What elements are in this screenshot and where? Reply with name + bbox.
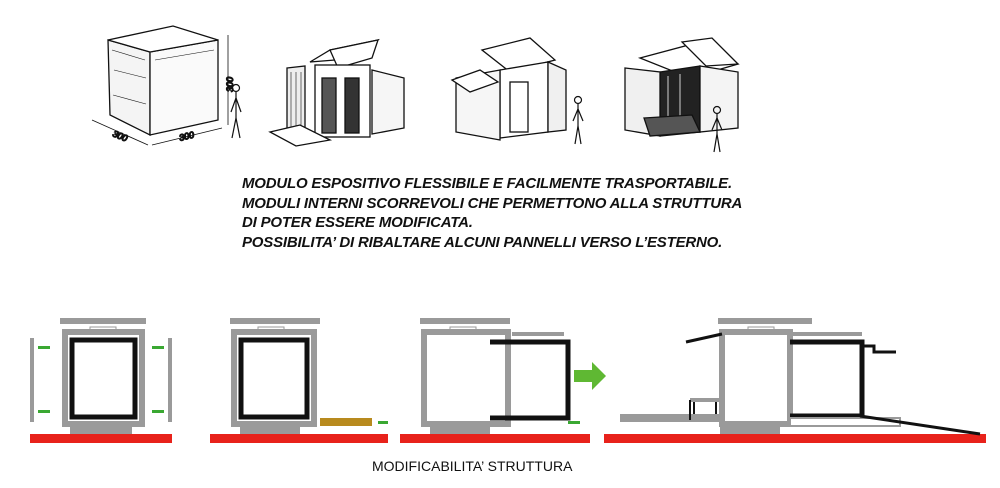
left-wall	[620, 414, 722, 422]
green-arrow-icon	[574, 362, 606, 390]
side-panel-left	[30, 338, 34, 422]
description-block: MODULO ESPOSITIVO FLESSIBILE E FACILMENT…	[242, 174, 802, 252]
section-sliding	[400, 318, 590, 443]
red-base	[604, 434, 986, 443]
side-panel-right	[168, 338, 172, 422]
red-base	[30, 434, 172, 443]
bench	[690, 398, 720, 402]
sketch-unfolded-module	[450, 37, 567, 141]
section-expanded	[604, 318, 986, 443]
section-closed	[30, 318, 172, 443]
roof-panel	[230, 318, 320, 324]
green-marker	[378, 421, 388, 424]
height-dimension-label: 300	[225, 77, 235, 92]
green-marker	[152, 346, 164, 349]
roof-extension	[790, 332, 862, 336]
description-line: MODULI INTERNI SCORREVOLI CHE PERMETTONO…	[242, 194, 743, 212]
red-base	[400, 434, 590, 443]
diagram-caption: MODIFICABILITA’ STRUTTURA	[372, 458, 573, 474]
sketch-closed-module: 300 300 300	[91, 25, 236, 146]
roof-panel	[60, 318, 146, 324]
outer-shell	[421, 329, 511, 427]
description-line: MODULO ESPOSITIVO FLESSIBILE E FACILMENT…	[242, 175, 732, 192]
person-figure-2	[572, 95, 584, 145]
right-canopy	[862, 344, 896, 354]
inner-module	[238, 337, 310, 420]
foot	[240, 427, 300, 434]
inner-module-slid	[490, 339, 571, 421]
foot	[430, 427, 490, 434]
green-marker	[152, 410, 164, 413]
foot	[720, 427, 780, 434]
person-figure-3	[711, 105, 723, 153]
roof-panel	[718, 318, 812, 324]
wooden-ramp	[320, 418, 372, 426]
person-figure-1	[230, 83, 242, 139]
inner-module	[69, 337, 138, 420]
ramp-slope	[859, 414, 981, 436]
left-canopy	[685, 332, 723, 344]
section-ramp	[210, 318, 388, 443]
inner-module-slid	[790, 339, 865, 419]
description-line: POSSIBILITA’ DI RIBALTARE ALCUNI PANNELL…	[242, 233, 723, 251]
sketch-open-module	[268, 38, 405, 147]
outer-shell	[719, 329, 793, 427]
foot	[70, 427, 132, 434]
sketch-row: 300 300 300	[91, 25, 740, 153]
depth-dimension-label: 300	[178, 130, 195, 143]
description-line: DI POTER ESSERE MODIFICATA.	[242, 214, 473, 231]
outer-shell	[231, 329, 317, 427]
red-base	[210, 434, 388, 443]
green-marker	[38, 346, 50, 349]
green-marker	[568, 421, 580, 424]
roof-panel	[420, 318, 510, 324]
roof-extension	[512, 332, 564, 336]
sketch-open-side-module	[624, 37, 740, 137]
green-marker	[38, 410, 50, 413]
outer-shell	[62, 329, 145, 427]
